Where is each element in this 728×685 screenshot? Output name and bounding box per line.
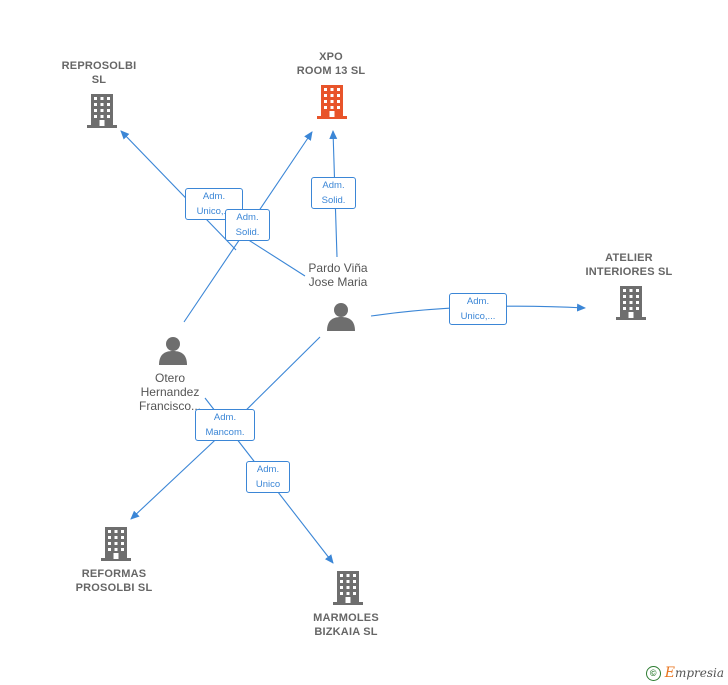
label-line: SL [91,74,107,86]
edge-pardo-reformas [130,427,229,520]
building-icon-reformas[interactable] [101,527,131,561]
edge-label-line: Unico [255,479,281,490]
edge-label-line: Solid. [235,227,260,238]
node-label-pardo[interactable]: Pardo Viña Jose Maria [308,261,367,289]
node-label-reformas[interactable]: REFORMAS PROSOLBI SL [76,567,153,595]
edge-label-line: Unico,... [460,311,496,322]
edge-label-line: Adm. [466,296,490,307]
edge-label-pardo-xpo-right[interactable]: Adm. Solid. [311,177,356,209]
edge-otero-reprosolbi [120,130,237,251]
edge-label-line: Adm. [213,412,237,423]
label-line: BIZKAIA SL [314,626,378,638]
label-line: ATELIER [605,252,653,264]
person-icon-pardo[interactable] [327,303,355,331]
edge-label-line: Adm. [236,212,259,223]
edge-label-line: Adm. [322,180,345,191]
label-line: ROOM 13 SL [296,65,366,77]
brand-name: Empresia [665,665,724,681]
brand-rest: mpresia [674,666,724,680]
edge-label-line: Adm. [202,191,226,202]
label-line: Otero [154,371,186,385]
label-line: REFORMAS [81,568,147,580]
node-label-atelier[interactable]: ATELIER INTERIORES SL [586,251,673,279]
edge-label-pardo-atelier[interactable]: Adm. Unico,... [449,293,507,325]
edge-label-otero-marmoles[interactable]: Adm. Unico [246,461,290,493]
brand-watermark: © Empresia [645,665,724,681]
node-label-reprosolbi[interactable]: REPROSOLBI SL [62,59,137,87]
label-line: REPROSOLBI [61,60,137,72]
edge-label-line: Adm. [256,464,280,475]
edge-label-line: Solid. [321,195,346,206]
edge-label-line: Mancom. [205,427,245,438]
label-line: Francisco... [138,399,202,413]
building-icon-marmoles[interactable] [333,571,363,605]
edge-label-pardo-xpo-left[interactable]: Adm. Solid. [225,209,270,241]
edge-label-line: Unico,... [196,206,232,217]
building-icon-xpo-room[interactable] [317,85,347,119]
edge-label-pardo-reformas[interactable]: Adm. Mancom. [195,409,255,441]
node-label-otero[interactable]: Otero Hernandez Francisco... [139,371,201,413]
building-icon-atelier[interactable] [616,286,646,320]
label-line: Hernandez [140,385,200,399]
label-line: PROSOLBI SL [75,582,153,594]
person-icon-otero[interactable] [159,337,187,365]
copyright-icon: © [645,665,661,681]
label-line: Pardo Viña [308,261,368,275]
label-line: MARMOLES [313,612,379,624]
node-label-xpo-room[interactable]: XPO ROOM 13 SL [297,50,366,78]
label-line: Jose Maria [308,275,368,289]
building-icon-reprosolbi[interactable] [87,94,117,128]
label-line: INTERIORES SL [585,266,673,278]
label-line: XPO [319,51,343,63]
node-label-marmoles[interactable]: MARMOLES BIZKAIA SL [313,611,379,639]
brand-initial: E [664,665,675,681]
